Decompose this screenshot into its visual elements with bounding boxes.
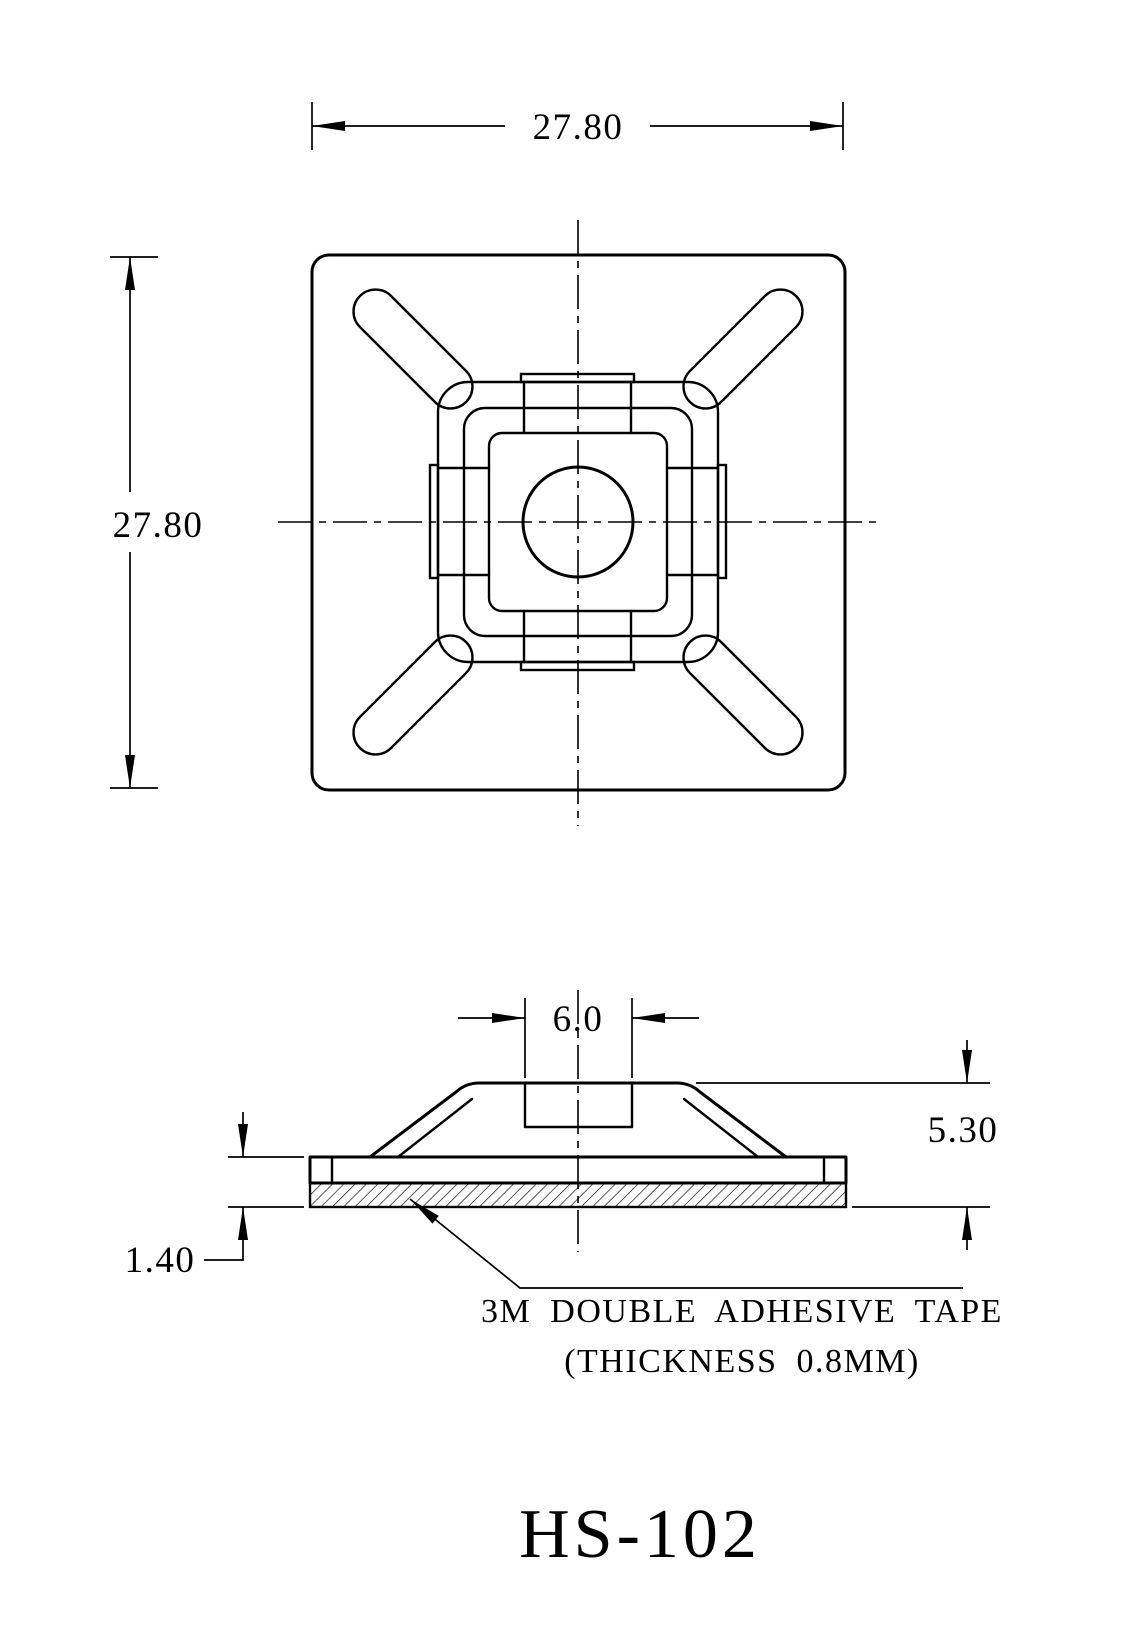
slot-top-left [352,288,474,410]
top-view: 27.80 27.80 [110,102,880,826]
tape-callout-line1: 3M DOUBLE ADHESIVE TAPE [481,1293,1003,1330]
side-view: 6.0 5.30 1.40 3M DOUBLE ADHESIVE TAPE (T… [125,990,1003,1380]
tab-bottom [519,660,636,672]
dim-slot-width-text: 6.0 [553,999,604,1040]
slot-top-right [682,288,804,410]
leader-line [409,1198,963,1289]
mount-body-profile [368,1081,788,1159]
dimension-top-width: 27.80 [311,102,844,150]
dim-top-width-text: 27.80 [533,107,624,148]
adhesive-tape [308,1181,848,1209]
tab-left [428,463,440,580]
dimension-mount-height: 5.30 [696,1040,999,1250]
dimension-left-height: 27.80 [110,256,204,789]
slot-bottom-right [682,634,804,756]
channel-wall-middle [462,406,694,638]
inner-slope-left [396,1097,474,1159]
tape-callout-line2: (THICKNESS 0.8MM) [564,1343,920,1380]
slot-bottom-left [352,634,474,756]
tab-right [716,463,728,580]
strap-channel-lines [436,380,720,664]
channel-wall-inner [487,431,669,613]
dim-base-thickness-text: 1.40 [125,1240,196,1281]
drawing-title: HS-102 [519,1496,761,1573]
tape-callout: 3M DOUBLE ADHESIVE TAPE (THICKNESS 0.8MM… [409,1198,1003,1380]
inner-slope-right [682,1097,760,1159]
tab-top [519,372,636,384]
dimension-slot-width: 6.0 [458,998,699,1078]
dimension-base-thickness: 1.40 [125,1112,304,1281]
dim-left-height-text: 27.80 [113,505,204,546]
mount-hole [521,465,635,579]
mount-outer-plate [310,253,847,792]
dim-mount-height-text: 5.30 [928,1110,999,1151]
